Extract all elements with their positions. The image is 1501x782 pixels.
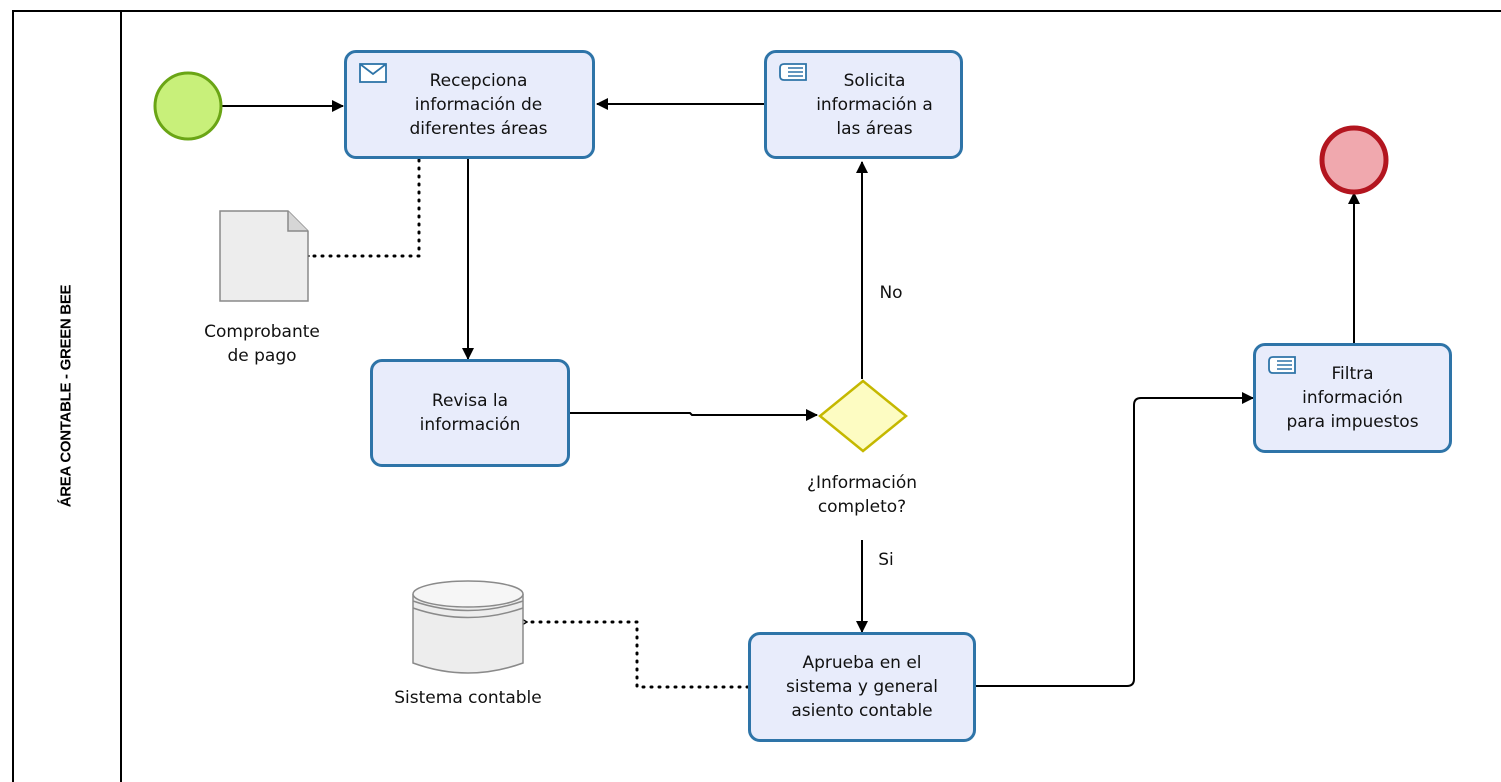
exclusive-gateway bbox=[818, 379, 908, 453]
task-filtra[interactable]: Filtra información para impuestos bbox=[1253, 343, 1452, 453]
document-artifact bbox=[219, 210, 309, 302]
envelope-icon bbox=[359, 63, 387, 83]
flow-no-label: No bbox=[879, 283, 903, 303]
datastore-label: Sistema contable bbox=[394, 688, 542, 708]
task-filtra-label: Filtra información para impuestos bbox=[1286, 364, 1419, 432]
task-revisa[interactable]: Revisa la información bbox=[370, 359, 570, 467]
end-event bbox=[1319, 125, 1389, 195]
task-revisa-label: Revisa la información bbox=[419, 391, 521, 435]
association-recepciona-document bbox=[309, 158, 421, 256]
task-aprueba[interactable]: Aprueba en el sistema y general asiento … bbox=[748, 632, 976, 742]
task-solicita-label: Solicita información a las áreas bbox=[816, 70, 933, 139]
task-aprueba-label: Aprueba en el sistema y general asiento … bbox=[785, 653, 939, 721]
task-recepciona-label: Recepciona información de diferentes áre… bbox=[409, 70, 548, 139]
lane-divider bbox=[120, 10, 122, 782]
document-label: Comprobante de pago bbox=[204, 322, 320, 366]
flow-revisa-to-gateway bbox=[569, 409, 818, 421]
gateway-label: ¿Información completo? bbox=[806, 473, 918, 517]
pool-border bbox=[12, 10, 1501, 782]
flow-aprueba-to-filtra bbox=[975, 392, 1254, 687]
association-aprueba-datastore bbox=[527, 622, 750, 689]
send-task-icon bbox=[779, 63, 807, 81]
datastore-artifact bbox=[412, 580, 524, 674]
send-task-icon bbox=[1268, 356, 1296, 374]
task-recepciona[interactable]: Recepciona información de diferentes áre… bbox=[344, 50, 595, 159]
task-solicita[interactable]: Solicita información a las áreas bbox=[764, 50, 963, 159]
start-event bbox=[153, 71, 223, 141]
flow-si-label: Si bbox=[878, 550, 894, 570]
